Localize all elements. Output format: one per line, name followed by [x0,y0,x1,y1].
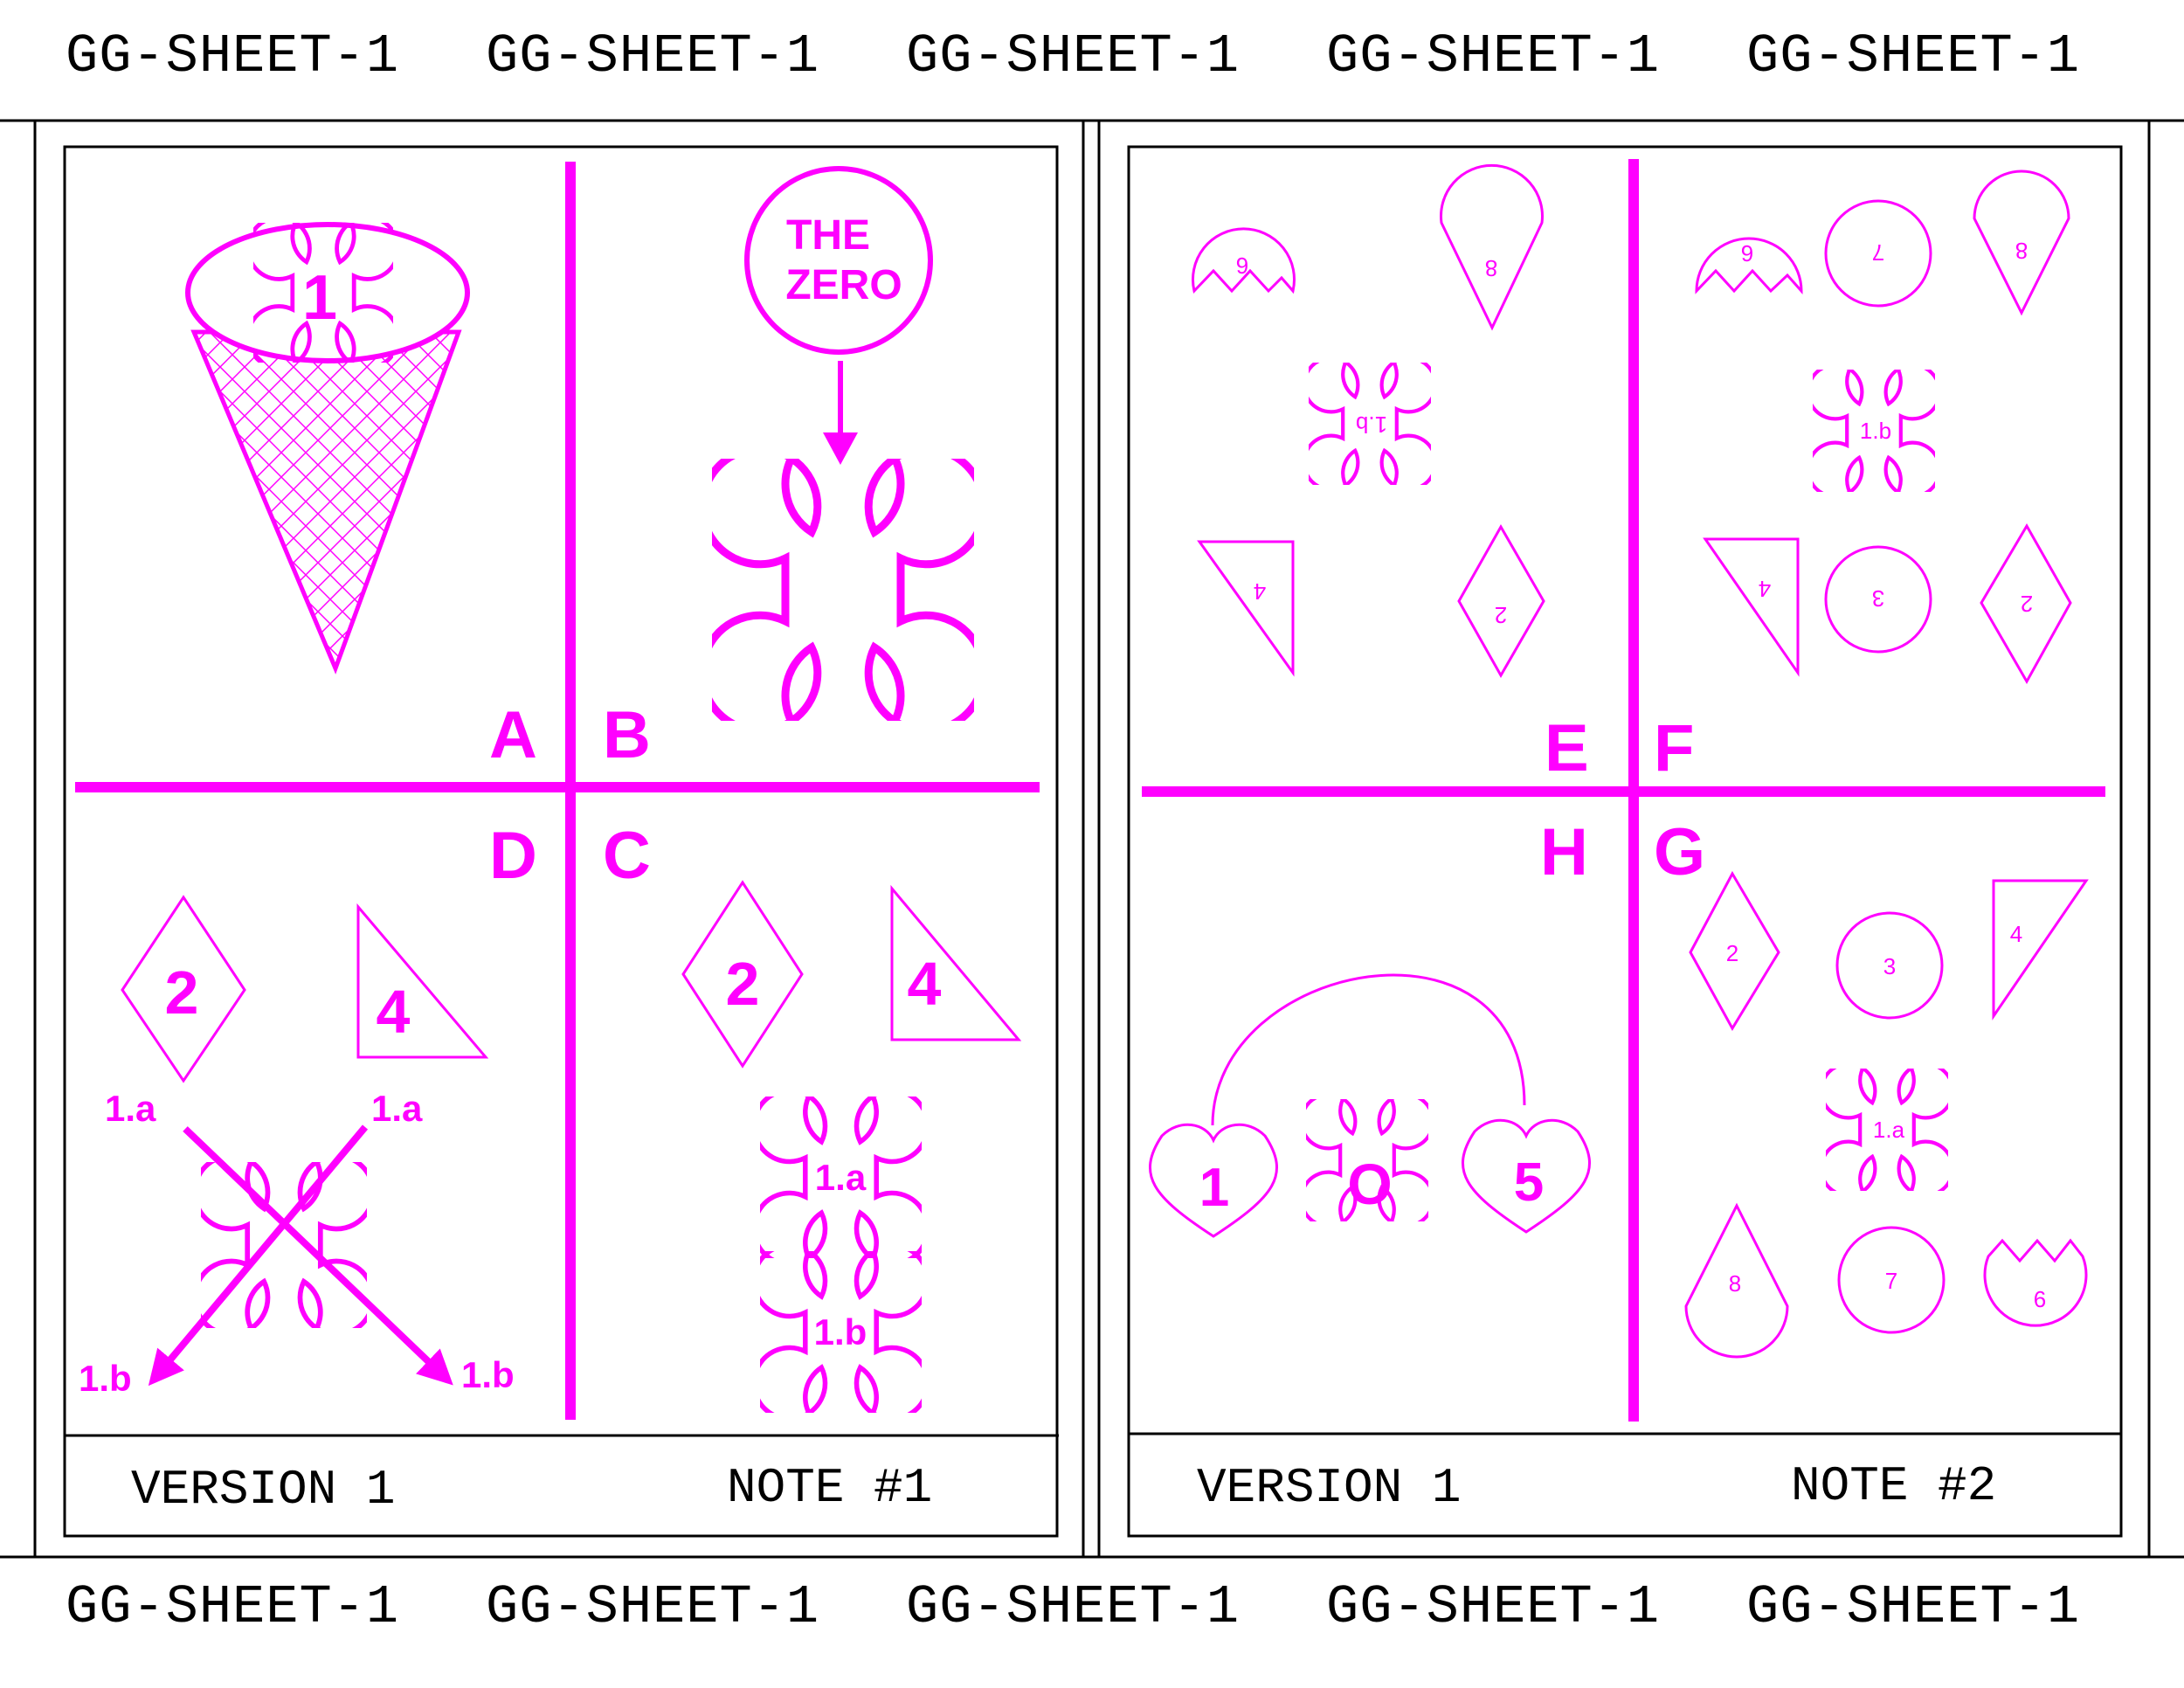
ice-cream-cone-icon: 1 [185,222,470,675]
h-clover-label: O [1347,1152,1392,1216]
zero-clover-icon [702,426,984,754]
pac-icon [1695,237,1803,294]
diamond-icon [1689,870,1780,1031]
f-pac-label: 6 [1741,240,1753,266]
f-circle-mid-label: 3 [1872,585,1884,612]
label-1b-left: 1.b [79,1358,132,1399]
f-drop-label: 8 [2015,238,2028,264]
c-clover-bottom-label: 1.b [814,1311,867,1352]
banner-label: GG-SHEET-1 [906,1576,1241,1638]
panel-note-1: A B D C 1 THE ZERO 2 4 1. [63,145,1059,1538]
arrow-1a-to-1b-left [148,1124,369,1387]
the-zero-icon: THE ZERO [702,166,984,754]
triangle-icon [1703,537,1800,677]
g-drop-label: 8 [1729,1270,1741,1297]
e-diamond-label: 2 [1495,602,1507,628]
label-1a-left: 1.a [105,1088,156,1129]
quadrant-e-shapes: 6 8 1.b 4 2 [1192,163,1545,679]
circle-icon [1837,1226,1946,1334]
connecting-arc [1211,973,1526,1126]
quadrant-label-f: F [1654,711,1694,785]
c-triangle-label: 4 [908,950,942,1018]
quadrant-label-c: C [603,819,651,893]
g-diamond-label: 2 [1726,940,1738,966]
triangle-icon [356,903,489,1059]
label-1b-right: 1.b [461,1354,515,1395]
diamond-icon [1457,523,1545,679]
banner-label: GG-SHEET-1 [66,1576,400,1638]
drop-icon [1440,163,1544,331]
pac-icon [1192,227,1296,294]
quadrant-label-a: A [489,698,537,772]
drop-icon [1684,1202,1789,1359]
f-diamond-label: 2 [2021,591,2033,617]
quadrant-label-b: B [603,698,651,772]
arrow-1a-to-1b-right [183,1126,453,1386]
circle-icon [1835,911,1944,1020]
pac-icon [1983,1238,2088,1327]
diamond-icon [681,880,804,1069]
c-clover-top-label: 1.a [815,1157,867,1198]
e-clover-label: 1.b [1356,412,1387,438]
panel-1-version: VERSION 1 [131,1462,395,1518]
banner-label: GG-SHEET-1 [906,25,1241,87]
top-banner: GG-SHEET-1 GG-SHEET-1 GG-SHEET-1 GG-SHEE… [0,17,2184,96]
drop-icon [1973,169,2070,316]
quadrant-d-shapes: 2 4 1.a 1.a 1.b 1.b [79,895,515,1399]
diamond-icon [1980,523,2072,685]
c-diamond-label: 2 [726,950,760,1018]
cone-number: 1 [302,263,337,333]
label-1a-right: 1.a [371,1088,423,1129]
quadrant-label-e: E [1545,711,1589,785]
banner-label: GG-SHEET-1 [1326,25,1661,87]
panel-2-version: VERSION 1 [1197,1460,1461,1516]
g-clover-label: 1.a [1873,1117,1905,1143]
triangle-icon [1992,879,2089,1020]
panel-2-border [1127,145,2123,1538]
h-heart-left-label: 1 [1199,1158,1229,1218]
diamond-icon [121,895,246,1083]
the-zero-line-1: THE [786,212,870,259]
banner-label: GG-SHEET-1 [486,25,820,87]
triangle-icon [890,884,1022,1041]
d-diamond-label: 2 [165,958,199,1027]
quadrant-label-g: G [1654,815,1705,889]
quadrant-label-h: H [1540,815,1588,889]
d-triangle-label: 4 [377,978,411,1046]
quadrant-label-d: D [489,819,537,893]
quadrant-c-shapes: 2 4 1.a 1.b [681,880,1022,1433]
f-triangle-label: 4 [1759,576,1771,602]
heart-icon [1461,1118,1592,1234]
banner-label: GG-SHEET-1 [486,1576,820,1638]
bottom-banner: GG-SHEET-1 GG-SHEET-1 GG-SHEET-1 GG-SHEE… [0,1568,2184,1647]
g-circle-top-label: 3 [1883,953,1896,979]
quadrant-h-shapes: 1 O 5 [1148,973,1592,1238]
banner-label: GG-SHEET-1 [66,25,400,87]
banner-label: GG-SHEET-1 [1746,1576,2081,1638]
f-clover-label: 1.b [1860,418,1891,444]
crossed-clover-icon [195,1141,373,1348]
e-pac-label: 6 [1236,253,1248,279]
heart-icon [1148,1123,1279,1238]
f-circle-top-label: 7 [1872,239,1884,266]
g-circle-bottom-label: 7 [1885,1268,1897,1294]
triangle-icon [1197,540,1295,677]
h-heart-right-label: 5 [1514,1152,1544,1213]
panel-1-border [63,145,1059,1538]
panel-note-2: E F H G 6 8 1.b 4 2 6 7 8 1.b 4 [1127,145,2123,1538]
quadrant-g-shapes: 2 3 4 1.a 8 7 6 [1684,870,2089,1359]
e-triangle-label: 4 [1254,578,1266,605]
e-drop-label: 8 [1485,255,1497,281]
g-pac-label: 6 [2034,1286,2046,1312]
quadrant-f-shapes: 6 7 8 1.b 4 3 2 [1695,169,2072,685]
banner-label: GG-SHEET-1 [1746,25,2081,87]
g-triangle-label: 4 [2010,921,2022,947]
the-zero-line-2: ZERO [785,262,902,308]
banner-label: GG-SHEET-1 [1326,1576,1661,1638]
panel-2-note: NOTE #2 [1791,1458,1996,1514]
panel-1-note: NOTE #1 [727,1460,932,1516]
circle-icon [1824,199,1932,308]
circle-icon [1824,545,1932,654]
